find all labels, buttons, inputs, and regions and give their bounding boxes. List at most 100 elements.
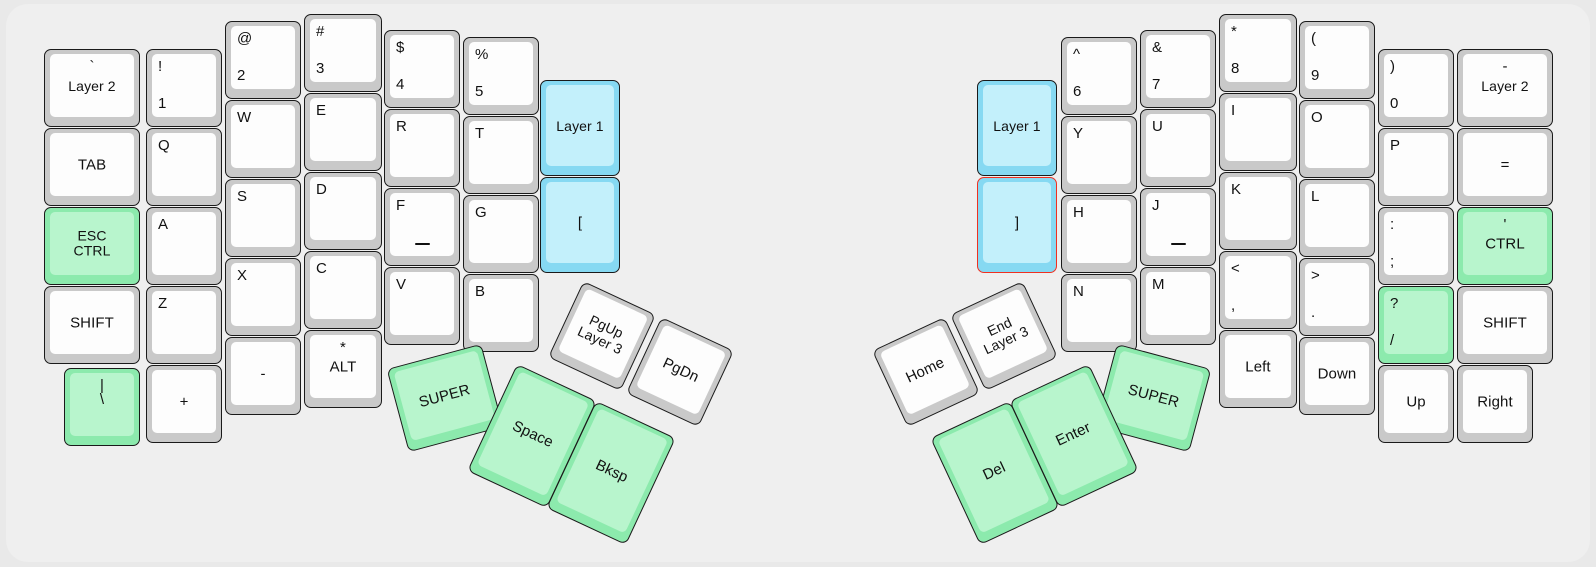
- key-l-3[interactable]: #3: [304, 14, 382, 92]
- key-l-1[interactable]: !1: [146, 49, 222, 127]
- key-r-slash[interactable]: ?/: [1378, 286, 1454, 364]
- key-face: [393, 350, 496, 442]
- key-r-up[interactable]: Up: [1378, 365, 1454, 443]
- key-r-n[interactable]: N: [1061, 274, 1137, 352]
- key-face: [1225, 19, 1291, 82]
- key-r-i[interactable]: I: [1219, 93, 1297, 171]
- key-face: [152, 291, 216, 354]
- key-l-a[interactable]: A: [146, 207, 222, 285]
- key-face: [390, 272, 454, 335]
- key-face: [152, 370, 216, 433]
- key-face: [390, 114, 454, 177]
- key-face: [879, 324, 971, 416]
- key-face: [152, 212, 216, 275]
- key-l-minus[interactable]: -: [225, 337, 301, 415]
- key-face: [1225, 98, 1291, 161]
- key-face: [1463, 291, 1547, 354]
- key-r-m[interactable]: M: [1140, 267, 1216, 345]
- key-r-shift[interactable]: SHIFT: [1457, 286, 1553, 364]
- key-l-t[interactable]: T: [463, 116, 539, 194]
- key-l-s[interactable]: S: [225, 179, 301, 257]
- key-r-layer1[interactable]: Layer 1: [977, 80, 1057, 176]
- key-r-equal[interactable]: =: [1457, 128, 1553, 206]
- key-l-4[interactable]: $4: [384, 30, 460, 108]
- key-r-comma[interactable]: <,: [1219, 251, 1297, 329]
- key-r-0[interactable]: )0: [1378, 49, 1454, 127]
- key-l-w[interactable]: W: [225, 100, 301, 178]
- key-r-minus-layer2[interactable]: -Layer 2: [1457, 49, 1553, 127]
- key-face: [1384, 54, 1448, 117]
- key-face: [1305, 184, 1369, 247]
- key-r-l[interactable]: L: [1299, 179, 1375, 257]
- key-r-y[interactable]: Y: [1061, 116, 1137, 194]
- key-r-6[interactable]: ^6: [1061, 37, 1137, 115]
- key-r-down[interactable]: Down: [1299, 337, 1375, 415]
- key-r-left[interactable]: Left: [1219, 330, 1297, 408]
- key-face: [1225, 177, 1291, 240]
- key-l-c[interactable]: C: [304, 251, 382, 329]
- key-l-e[interactable]: E: [304, 93, 382, 171]
- key-r-right[interactable]: Right: [1457, 365, 1533, 443]
- key-face: [50, 291, 134, 354]
- key-face: [1146, 114, 1210, 177]
- key-l-5[interactable]: %5: [463, 37, 539, 115]
- key-face: [1067, 121, 1131, 184]
- key-face: [546, 85, 614, 166]
- key-r-j[interactable]: J: [1140, 188, 1216, 266]
- key-face: [1067, 279, 1131, 342]
- key-face: [231, 263, 295, 326]
- key-r-rbracket[interactable]: ]: [977, 177, 1057, 273]
- key-l-r[interactable]: R: [384, 109, 460, 187]
- key-r-9[interactable]: (9: [1299, 21, 1375, 99]
- key-face: [310, 177, 376, 240]
- key-r-k[interactable]: K: [1219, 172, 1297, 250]
- key-face: [557, 288, 649, 380]
- key-l-layer1[interactable]: Layer 1: [540, 80, 620, 176]
- key-l-esc-ctrl[interactable]: ESC CTRL: [44, 207, 140, 285]
- key-l-shift[interactable]: SHIFT: [44, 286, 140, 364]
- key-r-u[interactable]: U: [1140, 109, 1216, 187]
- key-face: [1225, 256, 1291, 319]
- key-r-h[interactable]: H: [1061, 195, 1137, 273]
- key-r-7[interactable]: &7: [1140, 30, 1216, 108]
- key-face: [310, 335, 376, 398]
- key-l-lbracket[interactable]: [: [540, 177, 620, 273]
- key-l-b[interactable]: B: [463, 274, 539, 352]
- key-l-q[interactable]: Q: [146, 128, 222, 206]
- key-l-tab[interactable]: TAB: [44, 128, 140, 206]
- key-r-semicolon[interactable]: :;: [1378, 207, 1454, 285]
- key-r-quote-ctrl[interactable]: 'CTRL: [1457, 207, 1553, 285]
- key-face: [1225, 335, 1291, 398]
- key-l-g[interactable]: G: [463, 195, 539, 273]
- key-l-d[interactable]: D: [304, 172, 382, 250]
- key-l-2[interactable]: @2: [225, 21, 301, 99]
- key-face: [152, 133, 216, 196]
- key-l-z[interactable]: Z: [146, 286, 222, 364]
- key-l-alt[interactable]: *ALT: [304, 330, 382, 408]
- key-l-v[interactable]: V: [384, 267, 460, 345]
- key-r-o[interactable]: O: [1299, 100, 1375, 178]
- key-face: [310, 256, 376, 319]
- key-face: [231, 26, 295, 89]
- key-l-grave-layer2[interactable]: `Layer 2: [44, 49, 140, 127]
- key-face: [50, 212, 134, 275]
- key-face: [957, 288, 1049, 380]
- key-face: [469, 42, 533, 105]
- key-l-x[interactable]: X: [225, 258, 301, 336]
- key-face: [310, 19, 376, 82]
- key-face: [152, 54, 216, 117]
- key-r-p[interactable]: P: [1378, 128, 1454, 206]
- key-l-plus[interactable]: +: [146, 365, 222, 443]
- key-face: [1146, 272, 1210, 335]
- key-face: [1384, 133, 1448, 196]
- key-face: [70, 373, 134, 436]
- key-l-f[interactable]: F: [384, 188, 460, 266]
- key-face: [1305, 263, 1369, 326]
- homing-bar-indicator: [1171, 242, 1186, 245]
- key-face: [983, 182, 1051, 263]
- key-face: [1384, 291, 1448, 354]
- key-face: [469, 279, 533, 342]
- key-l-pipe-backslash[interactable]: |\: [64, 368, 140, 446]
- key-r-8[interactable]: *8: [1219, 14, 1297, 92]
- key-r-period[interactable]: >.: [1299, 258, 1375, 336]
